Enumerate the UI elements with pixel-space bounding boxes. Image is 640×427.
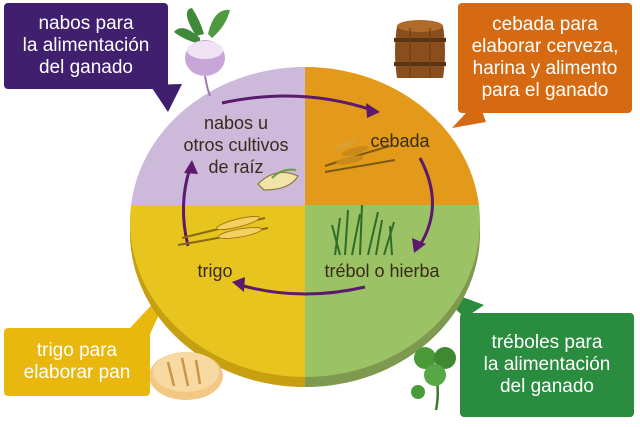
callout-treboles-line: del ganado <box>499 376 595 397</box>
arrow-trebol-to-trigo <box>239 283 366 296</box>
quadrant-label-nabos-line: otros cultivos <box>183 135 289 155</box>
arrowhead-trebol <box>412 238 426 253</box>
quadrant-label-nabos-line: nabos u <box>203 113 269 133</box>
callout-trigo-line: trigo para <box>36 340 118 361</box>
callout-cebada-line: cebada para <box>492 14 598 35</box>
clover-icon <box>411 347 456 411</box>
quadrant-label-nabos: nabos u otros cultivos de raíz <box>172 112 300 178</box>
root-icon <box>257 168 299 191</box>
callout-cebada: cebada para elaborar cerveza, harina y a… <box>458 3 632 113</box>
quadrant-label-nabos-line: de raíz <box>208 157 264 177</box>
callout-treboles: tréboles para la alimentación del ganado <box>460 313 634 417</box>
arrowhead-cebada <box>366 103 380 118</box>
quadrant-label-trebol: trébol o hierba <box>324 261 440 281</box>
callout-nabos-line: del ganado <box>38 57 134 78</box>
turnip-icon <box>174 8 230 97</box>
arrowhead-nabos <box>184 160 198 174</box>
callout-pointer-nabos <box>150 84 182 112</box>
wheat-icon <box>177 215 269 246</box>
arrowhead-trigo <box>232 277 245 292</box>
callout-cebada-line: para el ganado <box>481 80 609 101</box>
barley-icon <box>324 140 396 173</box>
arrow-nabos-to-cebada <box>221 94 373 112</box>
callout-cebada-line: harina y alimento <box>472 58 618 79</box>
callout-nabos-line: la alimentación <box>22 35 150 56</box>
callout-treboles-line: tréboles para <box>491 332 603 353</box>
callout-nabos-line: nabos para <box>38 13 134 34</box>
quadrant-label-cebada: cebada <box>370 131 430 151</box>
arrow-cebada-to-trebol <box>418 157 434 246</box>
barrel-icon <box>394 20 446 78</box>
callout-cebada-line: elaborar cerveza, <box>471 36 619 57</box>
callout-trigo: trigo para elaborar pan <box>4 328 150 396</box>
callout-nabos: nabos para la alimentación del ganado <box>4 3 168 89</box>
grass-icon <box>331 204 395 256</box>
arrow-trigo-to-nabos <box>181 167 192 247</box>
bread-icon <box>149 352 223 400</box>
rotation-arrows <box>181 94 434 296</box>
quadrant-label-trigo: trigo <box>197 261 233 281</box>
callout-trigo-line: elaborar pan <box>23 362 131 383</box>
callout-treboles-line: la alimentación <box>483 354 611 375</box>
